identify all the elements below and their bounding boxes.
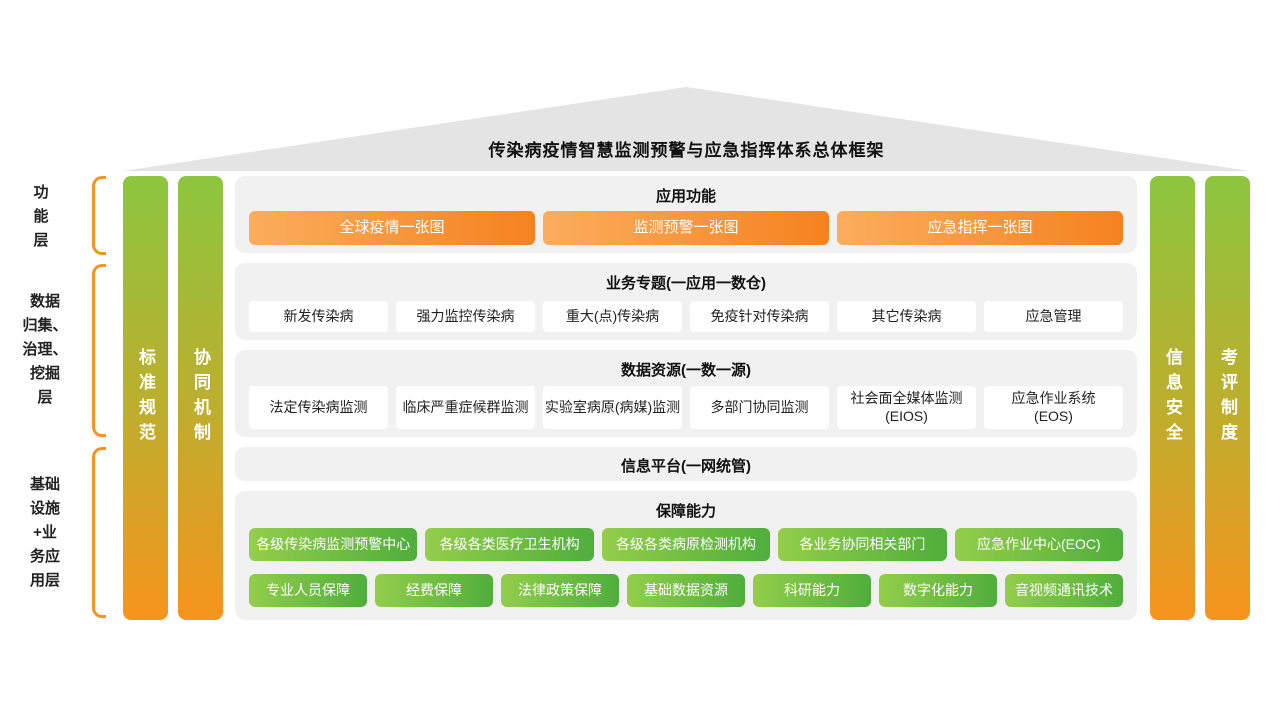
row-title-topics: 业务专题(一应用一数仓) xyxy=(606,275,766,292)
topic-item: 免疫针对传染病 xyxy=(690,301,829,332)
row-data-resources: 数据资源(一数一源) 法定传染病监测 临床严重症候群监测 实验室病原(病媒)监测… xyxy=(235,350,1137,437)
app-map-button: 全球疫情一张图 xyxy=(249,211,535,245)
support-capability-item: 经费保障 xyxy=(375,574,493,607)
topics-button-strip: 新发传染病 强力监控传染病 重大(点)传染病 免疫针对传染病 其它传染病 应急管… xyxy=(249,301,1123,332)
resource-item: 应急作业系统 (EOS) xyxy=(984,386,1123,429)
layer-bracket-data xyxy=(92,264,106,437)
side-bar-info-security: 信息安全 xyxy=(1150,176,1195,620)
support-org-item: 各级各类医疗卫生机构 xyxy=(425,528,594,561)
support-capability-item: 科研能力 xyxy=(753,574,871,607)
support-org-item: 各级传染病监测预警中心 xyxy=(249,528,418,561)
side-bar-evaluation: 考评制度 xyxy=(1205,176,1250,620)
diagram-title: 传染病疫情智慧监测预警与应急指挥体系总体框架 xyxy=(488,141,885,160)
support-org-strip: 各级传染病监测预警中心 各级各类医疗卫生机构 各级各类病原检测机构 各业务协同相… xyxy=(249,528,1124,561)
side-bar-standards: 标准规范 xyxy=(123,176,168,620)
resource-item: 社会面全媒体监测 (EIOS) xyxy=(837,386,976,429)
row-business-topics: 业务专题(一应用一数仓) 新发传染病 强力监控传染病 重大(点)传染病 免疫针对… xyxy=(235,263,1137,340)
topic-item: 其它传染病 xyxy=(837,301,976,332)
row-title-resources: 数据资源(一数一源) xyxy=(621,362,751,379)
support-capability-item: 法律政策保障 xyxy=(501,574,619,607)
app-map-button: 监测预警一张图 xyxy=(543,211,829,245)
support-capability-item: 专业人员保障 xyxy=(249,574,367,607)
resources-button-strip: 法定传染病监测 临床严重症候群监测 实验室病原(病媒)监测 多部门协同监测 社会… xyxy=(249,386,1123,429)
application-button-strip: 全球疫情一张图 监测预警一张图 应急指挥一张图 xyxy=(249,211,1123,245)
support-org-item: 各业务协同相关部门 xyxy=(778,528,947,561)
row-info-platform: 信息平台(一网统管) xyxy=(235,447,1137,481)
app-map-button: 应急指挥一张图 xyxy=(837,211,1123,245)
row-title-platform: 信息平台(一网统管) xyxy=(621,458,751,475)
support-capability-item: 音视频通讯技术 xyxy=(1005,574,1123,607)
topic-item: 强力监控传染病 xyxy=(396,301,535,332)
layer-label-data: 数据 归集、 治理、 挖掘 层 xyxy=(22,293,68,406)
topic-item: 应急管理 xyxy=(984,301,1123,332)
resource-item: 实验室病原(病媒)监测 xyxy=(543,386,682,429)
resource-item: 法定传染病监测 xyxy=(249,386,388,429)
support-capability-item: 基础数据资源 xyxy=(627,574,745,607)
layer-bracket-infrastructure xyxy=(92,447,106,618)
row-application-functions: 应用功能 全球疫情一张图 监测预警一张图 应急指挥一张图 xyxy=(235,176,1137,253)
support-capability-strip: 专业人员保障 经费保障 法律政策保障 基础数据资源 科研能力 数字化能力 音视频… xyxy=(249,574,1123,607)
resource-item: 临床严重症候群监测 xyxy=(396,386,535,429)
row-title-support: 保障能力 xyxy=(655,503,716,520)
topic-item: 重大(点)传染病 xyxy=(543,301,682,332)
row-title-application: 应用功能 xyxy=(655,188,716,205)
support-org-item: 应急作业中心(EOC) xyxy=(954,528,1124,561)
side-bar-coordination: 协同机制 xyxy=(178,176,223,620)
layer-label-infrastructure: 基础 设施 +业 务应 用层 xyxy=(29,476,60,589)
layer-label-function: 功 能 层 xyxy=(33,184,49,249)
support-org-item: 各级各类病原检测机构 xyxy=(601,528,771,561)
layer-bracket-function xyxy=(92,176,106,255)
topic-item: 新发传染病 xyxy=(249,301,388,332)
row-support-capabilities: 保障能力 各级传染病监测预警中心 各级各类医疗卫生机构 各级各类病原检测机构 各… xyxy=(235,491,1137,620)
resource-item: 多部门协同监测 xyxy=(690,386,829,429)
support-capability-item: 数字化能力 xyxy=(879,574,997,607)
